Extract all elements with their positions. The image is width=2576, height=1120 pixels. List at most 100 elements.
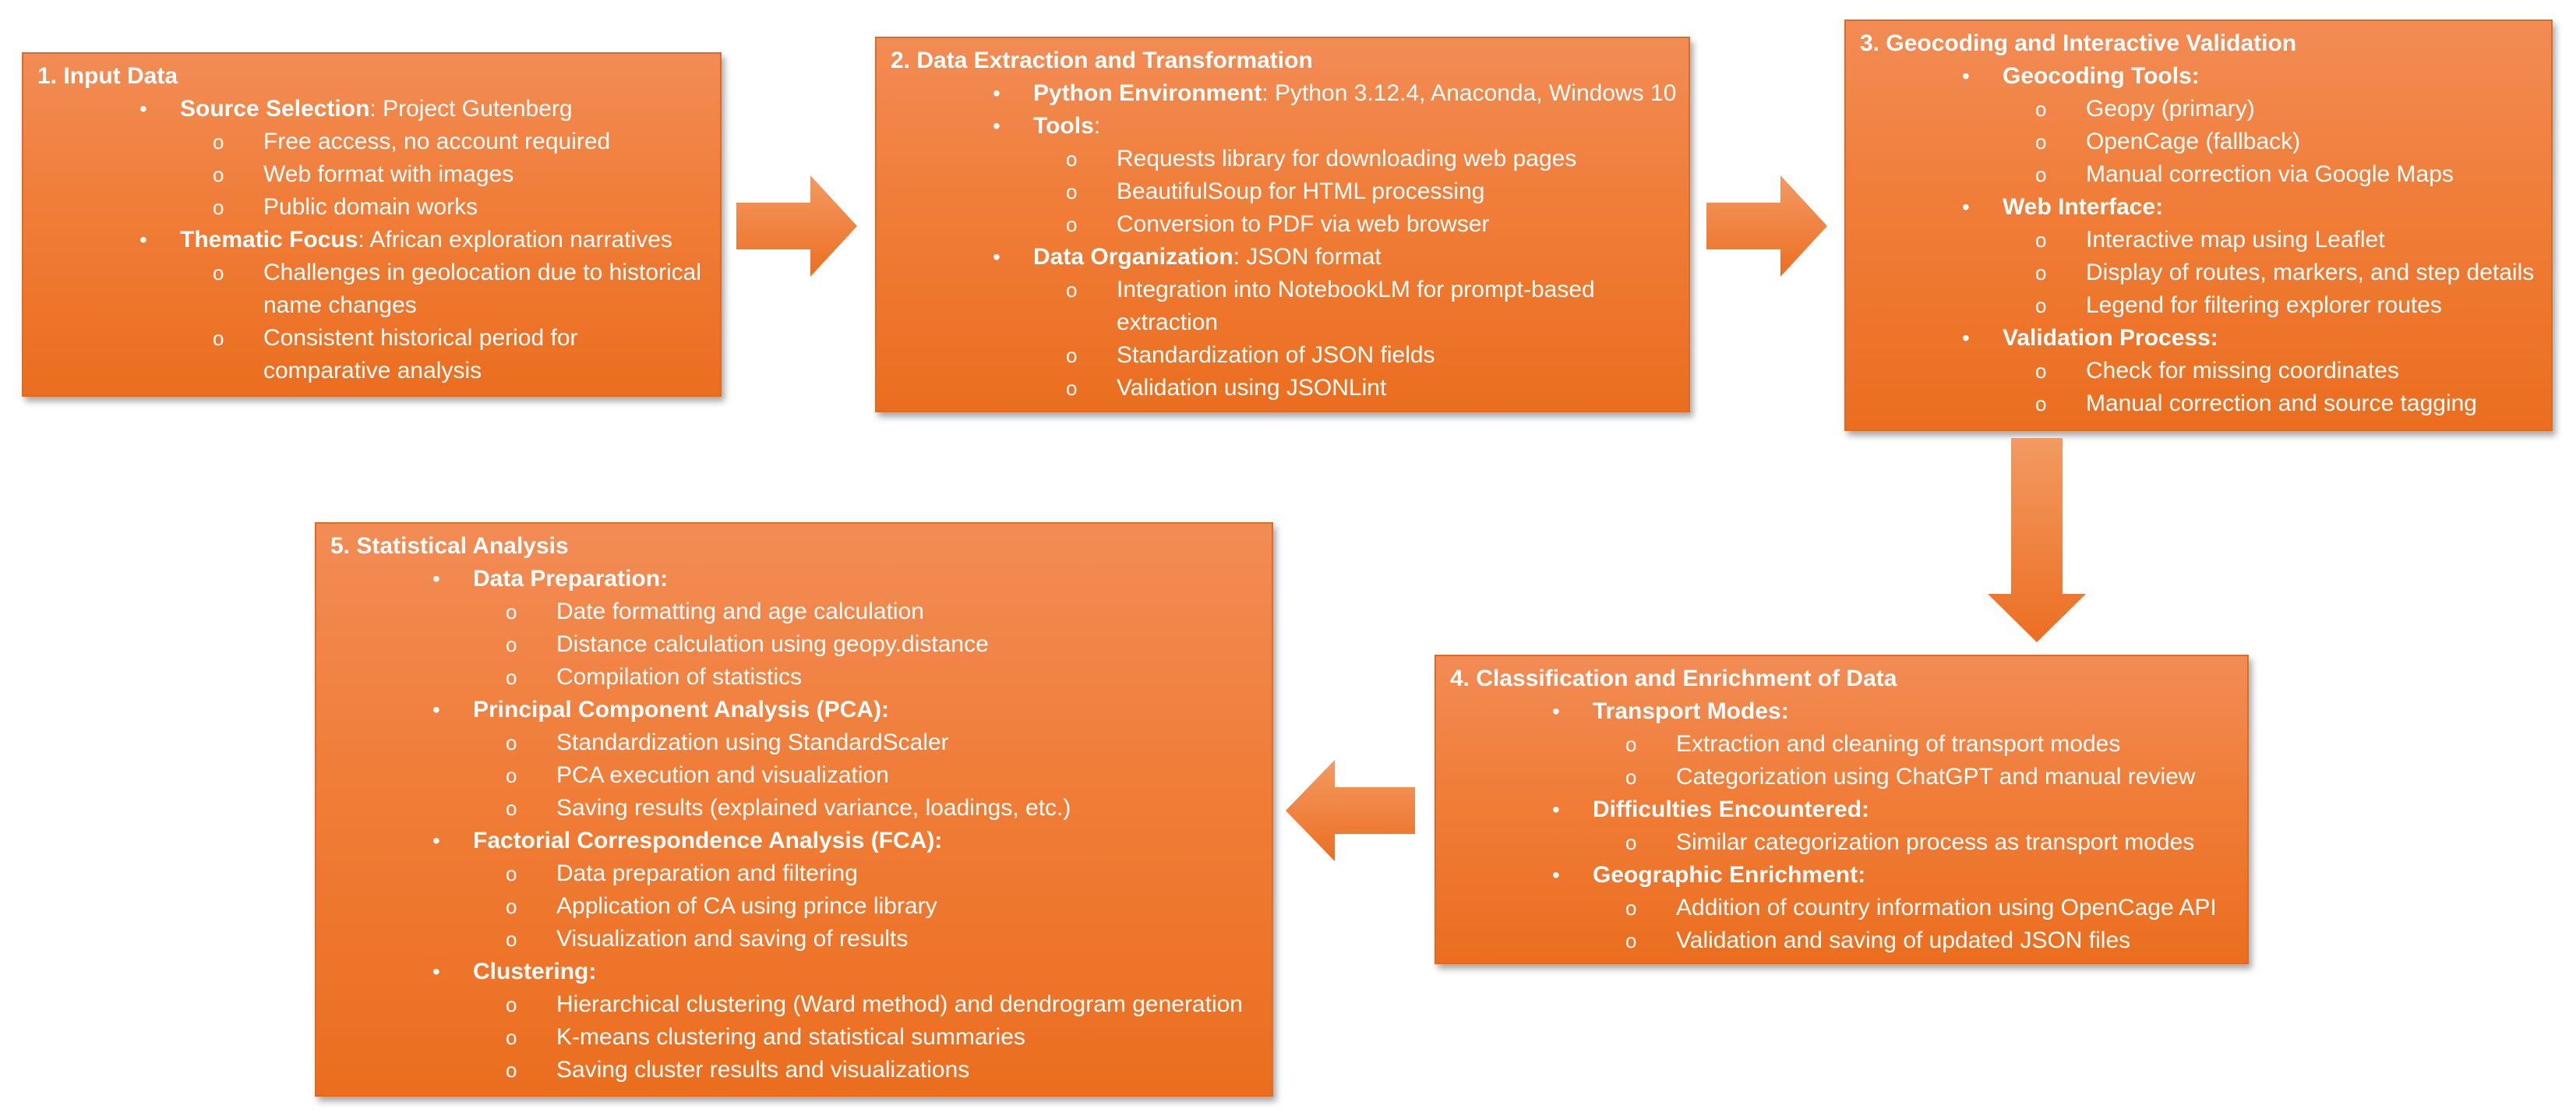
sub-item-text: Application of CA using prince library — [556, 893, 937, 919]
bullet-item: •Factorial Correspondence Analysis (FCA)… — [330, 825, 1258, 857]
sub-item-text: Free access, no account required — [263, 129, 611, 154]
sub-bullet-item: o Legend for filtering explorer routes — [1860, 289, 2537, 322]
bullet-icon: • — [432, 959, 440, 984]
bullet-item: •Geocoding Tools: — [1860, 60, 2537, 93]
sub-bullet-item: o Display of routes, markers, and step de… — [1860, 256, 2537, 289]
bullet-item-heading: Clustering: — [473, 959, 597, 984]
sub-item-text: Saving results (explained variance, load… — [556, 795, 1071, 821]
bullet-item-text: : Python 3.12.4, Anaconda, Windows 10 — [1262, 80, 1677, 106]
bullet-item: •Data Preparation: — [330, 563, 1258, 595]
circle-bullet-icon: o — [2035, 392, 2047, 415]
circle-bullet-icon: o — [213, 163, 224, 186]
sub-bullet-item: o Compilation of statistics — [330, 661, 1258, 694]
bullet-item-text: : JSON format — [1233, 244, 1382, 270]
step-title: 4. Classification and Enrichment of Data — [1450, 666, 1897, 691]
circle-bullet-icon: o — [506, 1026, 517, 1049]
circle-bullet-icon: o — [1066, 376, 1078, 400]
circle-bullet-icon: o — [213, 196, 224, 219]
circle-bullet-icon: o — [506, 600, 517, 624]
sub-item-text: Categorization using ChatGPT and manual … — [1676, 764, 2196, 790]
bullet-item-heading: Python Environment — [1033, 80, 1262, 106]
bullet-icon: • — [432, 567, 440, 591]
bullet-item-heading: Source Selection — [180, 96, 370, 122]
sub-bullet-item: o Categorization using ChatGPT and manual… — [1450, 761, 2233, 793]
step-box-statistical-analysis: 5. Statistical Analysis•Data Preparation… — [315, 522, 1273, 1097]
sub-item-text: Web format with images — [263, 161, 514, 187]
bullet-icon: • — [139, 228, 147, 252]
left-arrow-icon — [1286, 760, 1415, 861]
circle-bullet-icon: o — [1625, 765, 1637, 789]
step-title: 3. Geocoding and Interactive Validation — [1860, 30, 2297, 56]
sub-item-text: BeautifulSoup for HTML processing — [1117, 178, 1485, 204]
sub-bullet-item: o Saving results (explained variance, loa… — [330, 792, 1258, 825]
sub-item-text: Manual correction and source tagging — [2086, 390, 2477, 416]
sub-bullet-item: o OpenCage (fallback) — [1860, 125, 2537, 158]
sub-item-text: Addition of country information using Op… — [1676, 895, 2217, 920]
sub-item-text: Check for missing coordinates — [2086, 358, 2399, 383]
step-box-data-extraction: 2. Data Extraction and Transformation•Py… — [875, 37, 1690, 412]
bullet-item-heading: Tools — [1033, 113, 1094, 139]
circle-bullet-icon: o — [506, 895, 517, 918]
sub-item-text: Legend for filtering explorer routes — [2086, 292, 2442, 318]
circle-bullet-icon: o — [506, 797, 517, 820]
sub-bullet-item: o Visualization and saving of results — [330, 923, 1258, 956]
bullet-item-text: : African exploration narratives — [358, 227, 672, 253]
sub-item-text: Compilation of statistics — [556, 664, 803, 690]
bullet-icon: • — [1552, 699, 1560, 723]
sub-bullet-item: o Application of CA using prince library — [330, 890, 1258, 923]
bullet-item: •Web Interface: — [1860, 191, 2537, 224]
circle-bullet-icon: o — [506, 927, 517, 951]
bullet-icon: • — [993, 81, 1000, 105]
sub-item-text: Geopy (primary) — [2086, 96, 2255, 122]
bullet-icon: • — [1962, 195, 1970, 219]
bullet-item: •Principal Component Analysis (PCA): — [330, 694, 1258, 726]
bullet-item-heading: Factorial Correspondence Analysis (FCA): — [473, 828, 943, 853]
bullet-item-heading: Thematic Focus — [180, 227, 358, 253]
bullet-item-heading: Data Organization — [1033, 244, 1233, 270]
circle-bullet-icon: o — [506, 731, 517, 754]
sub-item-text: Display of routes, markers, and step det… — [2086, 260, 2535, 285]
bullet-icon: • — [993, 114, 1000, 138]
bullet-icon: • — [1552, 863, 1560, 887]
circle-bullet-icon: o — [1066, 180, 1078, 203]
circle-bullet-icon: o — [2035, 130, 2047, 154]
right-arrow-icon — [736, 175, 857, 277]
circle-bullet-icon: o — [506, 666, 517, 689]
circle-bullet-icon: o — [213, 130, 224, 154]
sub-bullet-item: o Addition of country information using O… — [1450, 892, 2233, 924]
sub-bullet-item: o Geopy (primary) — [1860, 93, 2537, 125]
sub-item-text: Saving cluster results and visualization… — [556, 1057, 970, 1083]
bullet-icon: • — [1552, 797, 1560, 821]
circle-bullet-icon: o — [1066, 213, 1078, 236]
circle-bullet-icon: o — [2035, 294, 2047, 317]
sub-item-text: Conversion to PDF via web browser — [1117, 211, 1490, 237]
sub-item-text: Distance calculation using geopy.distanc… — [556, 631, 989, 657]
sub-item-text: Visualization and saving of results — [556, 926, 909, 952]
circle-bullet-icon: o — [2035, 97, 2047, 121]
bullet-item: •Data Organization: JSON format — [891, 241, 1674, 274]
sub-item-text: OpenCage (fallback) — [2086, 129, 2301, 154]
bullet-icon: • — [432, 698, 440, 722]
bullet-item-text: : — [1093, 113, 1101, 139]
sub-item-text: Public domain works — [263, 194, 478, 220]
sub-item-text: Manual correction via Google Maps — [2086, 161, 2454, 187]
circle-bullet-icon: o — [2035, 163, 2047, 186]
sub-bullet-item: o BeautifulSoup for HTML processing — [891, 175, 1674, 208]
circle-bullet-icon: o — [213, 327, 224, 350]
circle-bullet-icon: o — [2035, 261, 2047, 284]
sub-bullet-item: o Public domain works — [37, 191, 706, 224]
step-box-geocoding: 3. Geocoding and Interactive Validation •… — [1844, 19, 2553, 431]
bullet-item-heading: Geocoding Tools: — [2003, 63, 2200, 89]
circle-bullet-icon: o — [1625, 896, 1637, 920]
sub-bullet-item: o Manual correction and source tagging — [1860, 387, 2537, 420]
